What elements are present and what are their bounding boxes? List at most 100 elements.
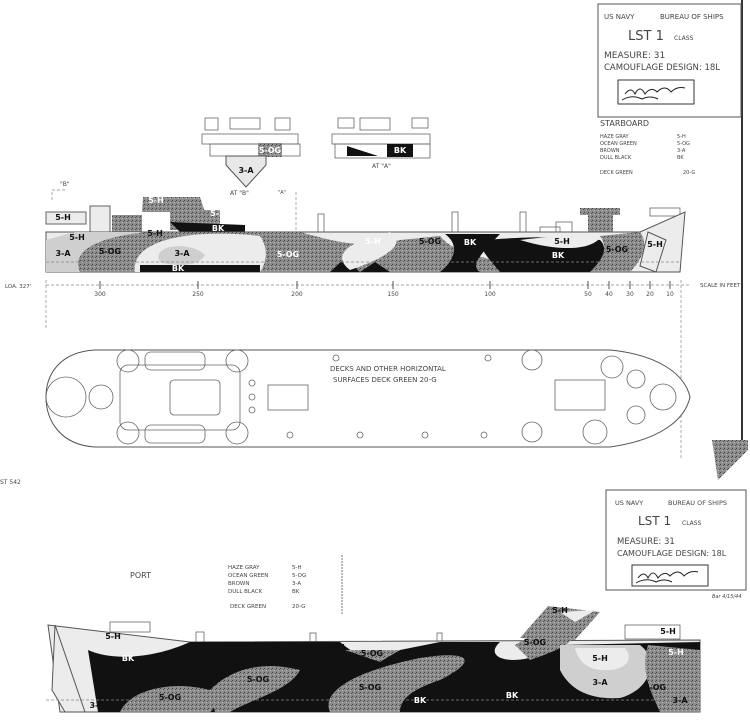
legend-deck-name: DECK GREEN — [600, 170, 633, 176]
design: CAMOUFLAGE DESIGN: 18L — [604, 63, 720, 73]
section-label-b: AT "B" — [230, 190, 249, 197]
patch-label: 5-OG — [419, 237, 441, 246]
patch-label: 3-A — [672, 696, 688, 705]
patch-label: BK — [552, 251, 565, 260]
ship-class: LST 1 — [638, 514, 671, 528]
port-patch-labels: 5-H BK 3-A 5-OG 5-OG 5-H 5-OG 5-OG BK BK… — [89, 606, 688, 710]
org-label: US NAVY — [604, 13, 635, 21]
ship-class: LST 1 — [628, 29, 664, 44]
corner-mark — [712, 440, 748, 480]
legend-item-name: HAZE GRAY — [600, 134, 630, 140]
patch-label: 5-H — [69, 233, 85, 242]
legend-item-code: 5-H — [292, 565, 302, 571]
section-label-a: AT "A" — [372, 163, 391, 170]
legend-deck-code: 20-G — [683, 170, 695, 176]
patch-label: 5-H — [148, 196, 164, 205]
patch-label: 3-A — [89, 701, 105, 710]
marker-a: "A" — [278, 190, 286, 196]
starboard-patch-labels: 5-H 5-H 3-A 5-OG 5-H 3-A BK BK 5-H 5-H 5… — [55, 196, 663, 273]
port-profile: 5-H BK 3-A 5-OG 5-OG 5-H 5-OG 5-OG BK BK… — [46, 606, 701, 713]
legend-item-name: DULL BLACK — [600, 155, 632, 161]
patch-label: 5-OG — [361, 649, 383, 658]
scale-tick-label: 250 — [192, 291, 204, 298]
legend-item-code: BK — [677, 155, 684, 161]
legend-item-name: OCEAN GREEN — [600, 141, 637, 147]
class-word: CLASS — [682, 520, 702, 527]
legend-item-code: 5-OG — [292, 573, 306, 579]
scale-tick-label: 100 — [484, 291, 496, 298]
legend-item-name: HAZE GRAY — [228, 565, 260, 571]
legend-item-code: 5-H — [677, 134, 686, 140]
legend-item-code: 3-A — [677, 148, 686, 154]
patch-label: 5-OG — [277, 250, 299, 259]
patch-label: 5-H — [647, 240, 663, 249]
legend-item-name: DULL BLACK — [228, 589, 263, 595]
title-block-bottom: US NAVY BUREAU OF SHIPS LST 1 CLASS MEAS… — [605, 489, 747, 600]
legend-deck-code: 20-G — [292, 604, 305, 610]
patch-label: BK — [212, 224, 225, 233]
patch-label: BK — [122, 654, 135, 663]
legend-heading: STARBOARD — [600, 119, 649, 128]
port-legend: PORT HAZE GRAY 5-H OCEAN GREEN 5-OG BROW… — [130, 555, 343, 615]
patch-label: 5-H — [552, 606, 568, 615]
legend-item-name: BROWN — [228, 581, 249, 587]
approval-stamp — [631, 564, 709, 587]
bureau-label: BUREAU OF SHIPS — [660, 13, 724, 21]
legend-item-code: BK — [292, 589, 300, 595]
patch-label: 5-OG — [99, 247, 121, 256]
patch-label: 3-A — [592, 678, 608, 687]
scale-tick-label: 20 — [646, 291, 654, 298]
bureau-label: BUREAU OF SHIPS — [668, 499, 727, 507]
plan-view: DECKS AND OTHER HORIZONTAL SURFACES DECK… — [45, 349, 691, 448]
patch-label: 5-OG — [159, 693, 181, 702]
patch-label: 5-OG — [524, 638, 546, 647]
section-at-a: BK AT "A" — [331, 117, 431, 170]
legend-item-code: 3-A — [292, 581, 301, 587]
handwritten-date: Bar 4/15/44 — [712, 594, 741, 600]
patch-label: 5-H — [554, 237, 570, 246]
starboard-legend: STARBOARD HAZE GRAY 5-H OCEAN GREEN 5-OG… — [600, 119, 695, 176]
scale-tick-label: 10 — [666, 291, 674, 298]
patch-label: 3-A — [174, 249, 190, 258]
patch-label: 5-H — [365, 237, 381, 246]
scale-label: SCALE IN FEET — [700, 283, 741, 289]
scale-tick-label: 150 — [387, 291, 399, 298]
patch-label: 5-H — [105, 632, 121, 641]
legend-item-name: OCEAN GREEN — [228, 573, 268, 579]
approval-stamp — [617, 79, 695, 105]
measure: MEASURE: 31 — [617, 537, 675, 547]
patch-label: 5-H — [668, 648, 684, 657]
sheet-number: ST 542 — [0, 479, 21, 486]
deck-note-line1: DECKS AND OTHER HORIZONTAL — [330, 365, 446, 373]
patch-label: 3-A — [55, 249, 71, 258]
patch-label: 5-OG — [644, 683, 666, 692]
patch-label: 5-OG — [359, 683, 381, 692]
patch-label: 5-H — [329, 643, 345, 652]
deck-note-line2: SURFACES DECK GREEN 20-G — [333, 376, 437, 384]
patch-label: 5-H — [210, 209, 226, 218]
patch-label: BK — [394, 146, 407, 155]
patch-label: 5-H — [147, 229, 163, 238]
design: CAMOUFLAGE DESIGN: 18L — [617, 549, 727, 558]
scale-tick-label: 300 — [94, 291, 106, 298]
scale-tick-label: 50 — [584, 291, 592, 298]
class-word: CLASS — [674, 35, 694, 42]
patch-label: 5-OG — [247, 675, 269, 684]
scale-tick-label: 30 — [626, 291, 634, 298]
section-at-b: 5-OG 3-A AT "B" "A" — [201, 117, 301, 197]
patch-label: BK — [172, 264, 185, 273]
org-label: US NAVY — [615, 499, 643, 507]
legend-heading: PORT — [130, 571, 151, 580]
patch-label: 5-H — [55, 213, 71, 222]
scale-tick-label: 200 — [291, 291, 303, 298]
title-block-top: US NAVY BUREAU OF SHIPS LST 1 CLASS MEAS… — [597, 3, 742, 118]
marker-b: "B" — [60, 181, 70, 188]
legend-item-name: BROWN — [600, 148, 620, 154]
measure: MEASURE: 31 — [604, 51, 665, 61]
patch-label: 5-H — [660, 627, 676, 636]
patch-label: BK — [414, 696, 427, 705]
starboard-profile: "B" 5-H 5-H 3-A — [45, 181, 686, 273]
patch-label: 5-OG — [606, 245, 628, 254]
signature — [621, 87, 686, 101]
